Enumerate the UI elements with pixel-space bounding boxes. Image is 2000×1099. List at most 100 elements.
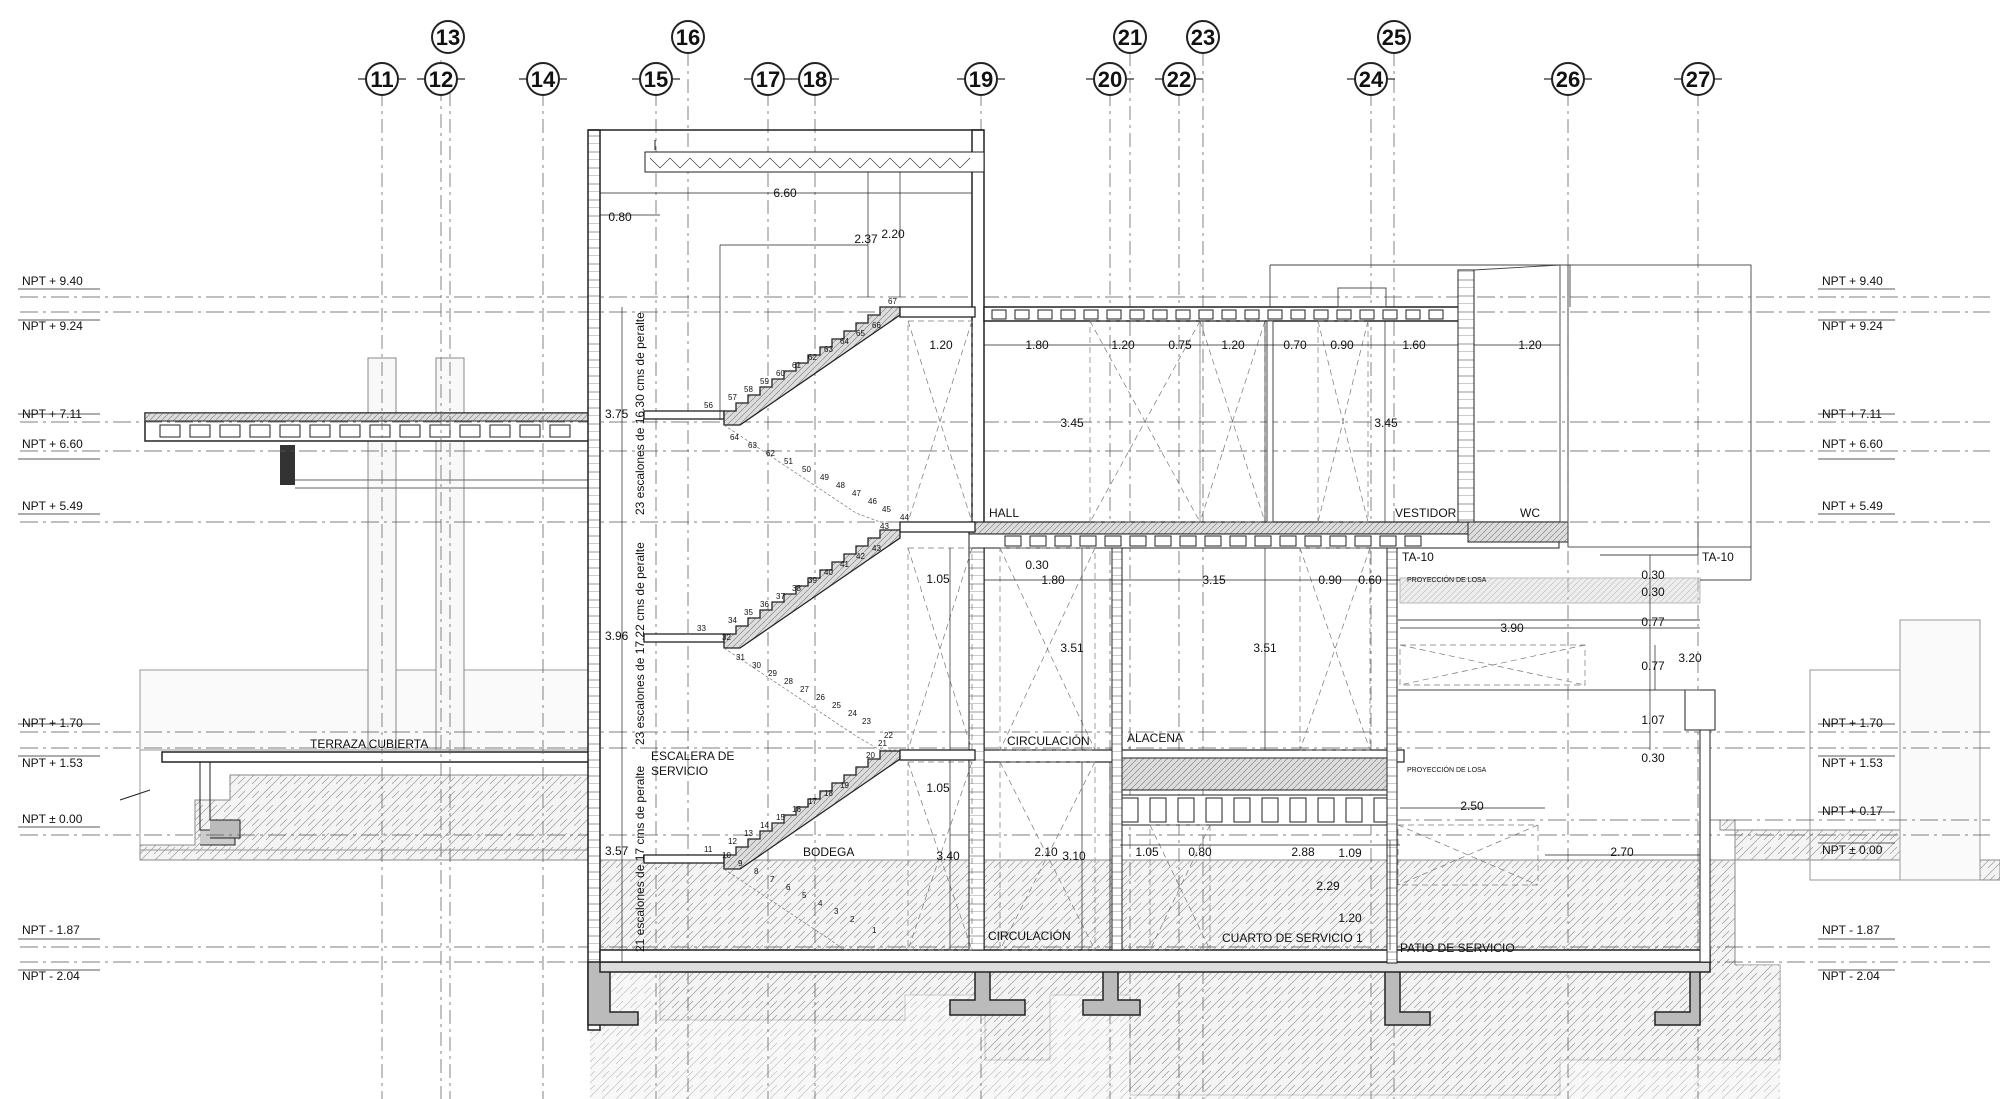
step-down-27: 27: [800, 685, 809, 694]
dim-120e: 1.20: [1338, 911, 1362, 925]
label-ta10-a: TA-10: [1402, 550, 1434, 564]
terrace-slab: [144, 412, 596, 489]
dim-220: 2.20: [881, 227, 905, 241]
stair-notes: 23 escalones de 16.30 cms de peralte 23 …: [605, 312, 647, 952]
step-34: 34: [728, 616, 737, 625]
level-left-711: NPT + 7.11: [22, 407, 82, 421]
room-vestidor: VESTIDOR: [1395, 506, 1457, 520]
step-down-43: 43: [880, 522, 889, 531]
level-right-660: NPT + 6.60: [1822, 437, 1883, 451]
axis-label-20: 20: [1098, 67, 1122, 92]
step-58: 58: [744, 385, 753, 394]
terrace-wall: [139, 619, 1981, 881]
step-56: 56: [704, 401, 713, 410]
step-39: 39: [808, 576, 817, 585]
level-right-204: NPT - 2.04: [1822, 969, 1880, 983]
level-left-204: NPT - 2.04: [22, 969, 80, 983]
step-down-29: 29: [768, 669, 777, 678]
step-42: 42: [856, 552, 865, 561]
axis-label-26: 26: [1556, 67, 1580, 92]
step-down-2: 2: [850, 915, 855, 924]
room-alacena: ALACENA: [1127, 731, 1183, 745]
dim-160: 1.60: [1402, 338, 1426, 352]
stair-down-flights: [723, 424, 900, 951]
dim-237: 2.37: [854, 232, 878, 246]
axis-label-17: 17: [756, 67, 780, 92]
dim-180b: 1.80: [1041, 573, 1065, 587]
dim-090a: 0.90: [1330, 338, 1354, 352]
step-35: 35: [744, 608, 753, 617]
window-glazing: [907, 320, 1586, 951]
step-62: 62: [808, 353, 817, 362]
dim-120a: 1.20: [929, 338, 953, 352]
dim-080b: 0.80: [1188, 845, 1212, 859]
label-ta10-b: TA-10: [1702, 550, 1734, 564]
dim-120b: 1.20: [1111, 338, 1135, 352]
step-37: 37: [776, 592, 785, 601]
step-36: 36: [760, 600, 769, 609]
dim-109: 1.09: [1338, 846, 1362, 860]
step-down-21: 21: [878, 739, 887, 748]
level-left-000: NPT ± 0.00: [22, 812, 83, 826]
step-19: 19: [840, 781, 849, 790]
level-right-187: NPT - 1.87: [1822, 923, 1880, 937]
step-down-4: 4: [818, 899, 823, 908]
step-down-62: 62: [766, 449, 775, 458]
dimension-lines: [600, 172, 1700, 962]
step-33: 33: [697, 624, 706, 633]
step-11: 11: [704, 845, 713, 854]
axis-label-15: 15: [644, 67, 668, 92]
step-down-9: 9: [738, 859, 743, 868]
level-right-017: NPT + 0.17: [1822, 804, 1883, 818]
step-down-23: 23: [862, 717, 871, 726]
step-down-63: 63: [748, 441, 757, 450]
step-down-28: 28: [784, 677, 793, 686]
step-down-8: 8: [754, 867, 759, 876]
step-60: 60: [776, 369, 785, 378]
dim-080: 0.80: [608, 210, 632, 224]
level-right-000: NPT ± 0.00: [1822, 843, 1883, 857]
level-right-711: NPT + 7.11: [1822, 407, 1882, 421]
step-numbers: 56 57 58 59 60 61 62 63 64 65 66 67 64 6…: [697, 297, 909, 935]
stair-height-mid: 3.96: [605, 629, 629, 643]
step-down-5: 5: [802, 891, 807, 900]
axis-label-27: 27: [1686, 67, 1710, 92]
dim-250: 2.50: [1460, 799, 1484, 813]
dim-030a: 0.30: [1025, 558, 1049, 572]
dim-345a: 3.45: [1060, 416, 1084, 430]
axis-label-24: 24: [1359, 67, 1384, 92]
dim-030c: 0.30: [1641, 585, 1665, 599]
room-patio-servicio: PATIO DE SERVICIO: [1400, 941, 1515, 955]
level-left-549: NPT + 5.49: [22, 499, 83, 513]
step-down-51: 51: [784, 457, 793, 466]
step-down-50: 50: [802, 465, 811, 474]
step-18: 18: [824, 789, 833, 798]
step-41: 41: [840, 560, 849, 569]
stair-height-low: 3.57: [605, 844, 629, 858]
dim-060: 0.60: [1358, 573, 1382, 587]
level-left-924: NPT + 9.24: [22, 319, 83, 333]
step-67: 67: [888, 297, 897, 306]
dim-077b: 0.77: [1641, 659, 1665, 673]
step-12: 12: [728, 837, 737, 846]
dim-310: 3.10: [1062, 849, 1086, 863]
step-down-44: 44: [900, 513, 909, 522]
level-right-549: NPT + 5.49: [1822, 499, 1883, 513]
level-left-170: NPT + 1.70: [22, 716, 83, 730]
dim-105a: 1.05: [926, 572, 950, 586]
axis-bubbles: [365, 20, 1715, 96]
step-38: 38: [792, 584, 801, 593]
axis-labels: 11 12 14 15 17 18 19 20 22 24 26 27 13 1…: [370, 25, 1710, 92]
dimension-texts: 6.60 0.80 2.37 2.20 1.20 1.80 1.20 0.75 …: [608, 186, 1702, 925]
step-64: 64: [840, 337, 849, 346]
room-labels: TERRAZA CUBIERTA ESCALERA DE SERVICIO BO…: [310, 506, 1734, 955]
dim-180a: 1.80: [1025, 338, 1049, 352]
step-13: 13: [744, 829, 753, 838]
dim-229: 2.29: [1316, 879, 1340, 893]
stair-flights: [643, 306, 976, 870]
level-right-170: NPT + 1.70: [1822, 716, 1883, 730]
axis-label-16: 16: [676, 25, 700, 50]
ground-fill: [139, 774, 2000, 1099]
room-escalera-line1: ESCALERA DE: [651, 749, 734, 763]
